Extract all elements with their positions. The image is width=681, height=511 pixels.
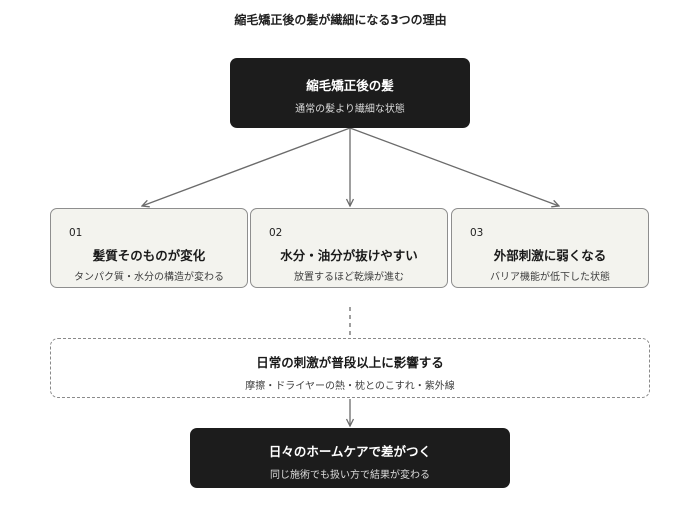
conclusion-node-title: 日々のホームケアで差がつく [268, 444, 432, 459]
reason-subtitle: バリア機能が低下した状態 [490, 272, 610, 283]
conclusion-node: 日々のホームケアで差がつく 同じ施術でも扱い方で結果が変わる [190, 428, 510, 488]
root-node-title: 縮毛矯正後の髪 [306, 78, 394, 93]
reason-number: 02 [269, 227, 283, 239]
impact-node-title: 日常の刺激が普段以上に影響する [256, 355, 444, 370]
reason-card-3: 03 外部刺激に弱くなる バリア機能が低下した状態 [451, 208, 649, 288]
reason-title: 水分・油分が抜けやすい [280, 248, 418, 263]
reason-number: 03 [470, 227, 484, 239]
reason-card-1: 01 髪質そのものが変化 タンパク質・水分の構造が変わる [50, 208, 248, 288]
impact-node: 日常の刺激が普段以上に影響する 摩擦・ドライヤーの熱・枕とのこすれ・紫外線 [50, 338, 650, 398]
reason-number: 01 [69, 227, 83, 239]
reason-title: 外部刺激に弱くなる [493, 248, 607, 263]
reason-card-2: 02 水分・油分が抜けやすい 放置するほど乾燥が進む [250, 208, 448, 288]
reason-subtitle: 放置するほど乾燥が進む [294, 272, 404, 283]
root-node-subtitle: 通常の髪より繊細な状態 [295, 104, 405, 115]
arrow-root-to-reason-3 [349, 127, 559, 206]
conclusion-node-subtitle: 同じ施術でも扱い方で結果が変わる [270, 470, 430, 481]
impact-node-subtitle: 摩擦・ドライヤーの熱・枕とのこすれ・紫外線 [245, 381, 455, 392]
diagram-title: 縮毛矯正後の髪が繊細になる3つの理由 [234, 13, 447, 27]
arrow-root-to-reason-1 [142, 127, 351, 206]
reason-title: 髪質そのものが変化 [92, 248, 206, 263]
root-node: 縮毛矯正後の髪 通常の髪より繊細な状態 [230, 58, 470, 128]
reason-subtitle: タンパク質・水分の構造が変わる [74, 272, 224, 283]
